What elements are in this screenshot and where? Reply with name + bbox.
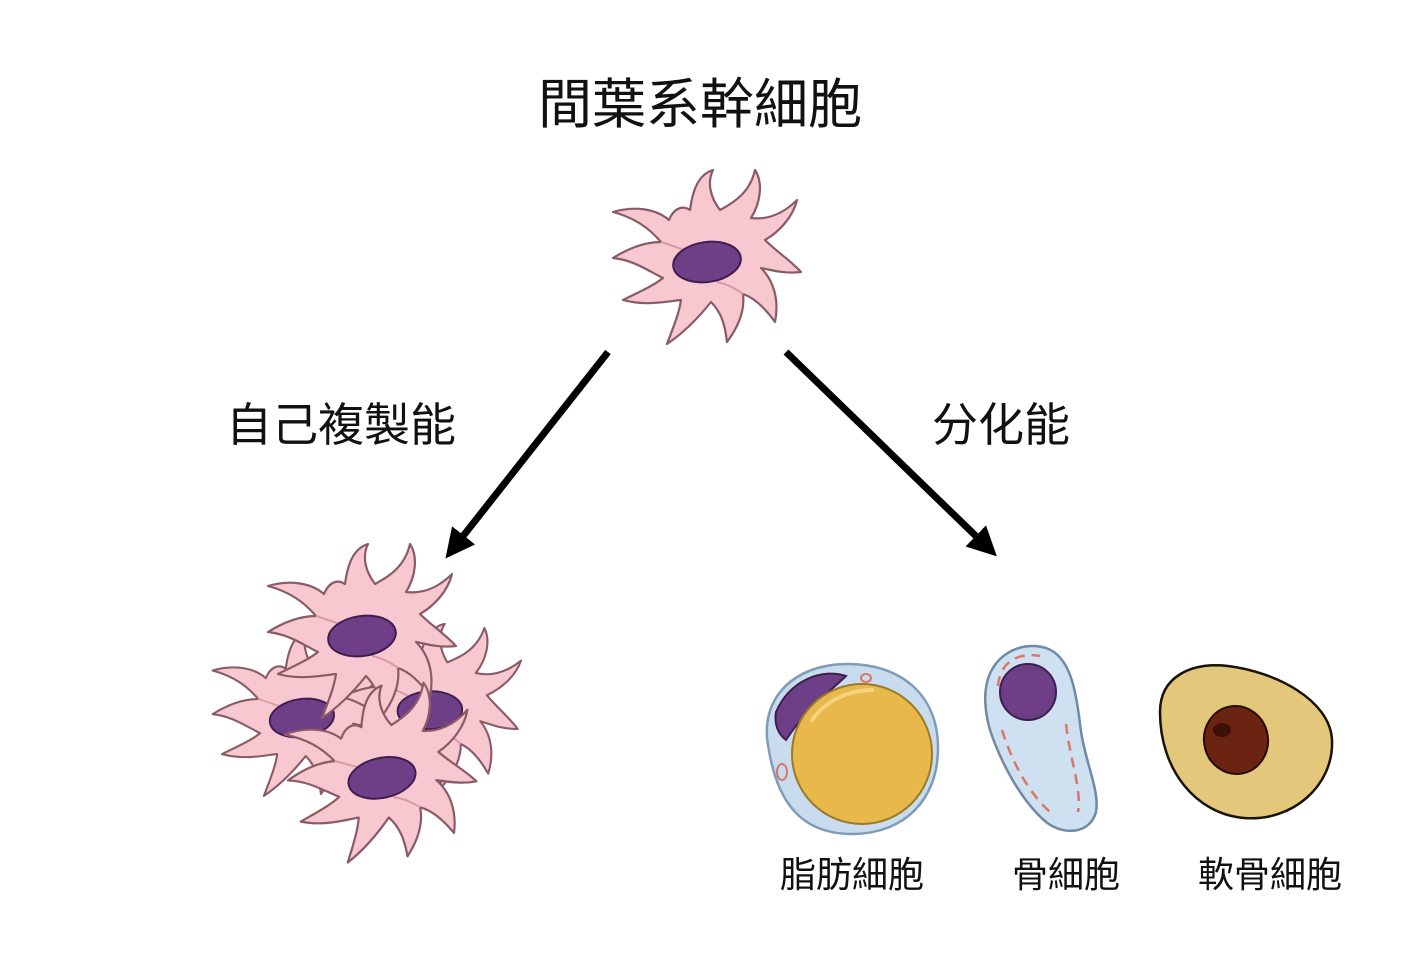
- stem-cell-cluster-icon: [211, 542, 529, 868]
- stem-cell-icon: [611, 168, 803, 346]
- osteocyte-icon: [983, 644, 1098, 833]
- differentiation-label: 分化能: [932, 398, 1070, 452]
- osteocyte-label: 骨細胞: [1012, 855, 1121, 896]
- self-renewal-arrow: [445, 349, 611, 559]
- chondrocyte-icon: [1158, 664, 1334, 820]
- differentiation-arrow: [783, 349, 997, 557]
- self-renewal-label: 自己複製能: [226, 398, 456, 452]
- adipocyte-icon: [765, 662, 940, 836]
- chondrocyte-label: 軟骨細胞: [1198, 855, 1343, 896]
- adipocyte-label: 脂肪細胞: [780, 855, 925, 896]
- diagram-title: 間葉系幹細胞: [538, 73, 862, 136]
